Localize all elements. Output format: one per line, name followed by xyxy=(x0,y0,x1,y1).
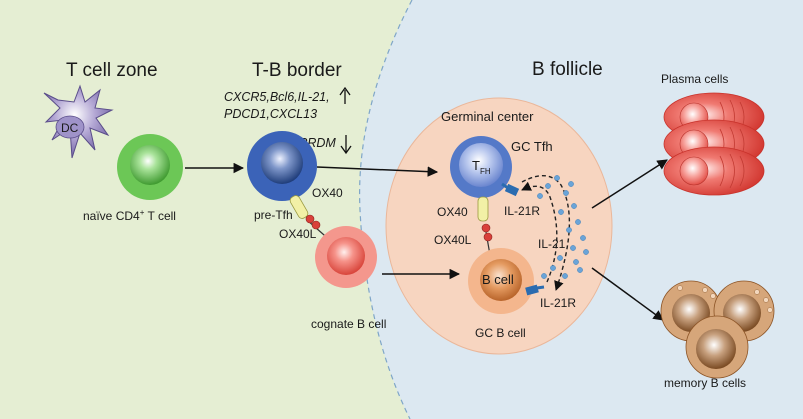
dendritic-cell xyxy=(43,84,114,159)
arrow-to-plasma-cells xyxy=(591,159,668,209)
ox40l-ligand-b xyxy=(481,223,493,256)
pre-tfh-label: pre-Tfh xyxy=(254,208,293,222)
il21-signal-arrow-to-tfh xyxy=(521,181,558,283)
pre-tfh-cell xyxy=(247,131,317,201)
gc-tfh-cell xyxy=(450,136,512,198)
il21-receptor-a xyxy=(501,182,520,197)
tb-border-heading: T-B border xyxy=(252,60,342,81)
b-cell-label: B cell xyxy=(482,272,514,287)
arrow-pretfh-to-gc-tfh xyxy=(316,166,439,177)
ox40-label-b: OX40 xyxy=(437,205,468,219)
gc-tfh-label: GC Tfh xyxy=(511,139,553,154)
il21-cytokine-dots xyxy=(537,175,589,279)
il21-label: IL-21 xyxy=(538,237,566,251)
tfh-label: TFH xyxy=(472,158,491,176)
il21-receptor-b xyxy=(525,284,545,296)
down-arrow-icon xyxy=(340,135,352,155)
naive-cd4-t-cell xyxy=(117,134,183,200)
ox40-label-a: OX40 xyxy=(312,186,343,200)
b-follicle-heading: B follicle xyxy=(532,59,603,80)
cognate-b-cell xyxy=(315,226,377,288)
ox40l-label-a: OX40L xyxy=(279,227,317,241)
arrow-to-memory-b-cells xyxy=(591,267,664,321)
cognate-b-cell-label: cognate B cell xyxy=(311,317,386,331)
il21r-label-b: IL-21R xyxy=(540,296,576,310)
naive-cd4-t-cell-label: naïve CD4+ T cell xyxy=(83,208,176,223)
gc-b-cell-label: GC B cell xyxy=(475,326,526,340)
il21-signal-arrow-to-b xyxy=(521,175,571,291)
ox40l-label-b: OX40L xyxy=(434,233,472,247)
upregulated-genes-line1: CXCR5,Bcl6,IL-21, xyxy=(224,90,330,104)
ox40-receptor-a xyxy=(289,195,309,219)
germinal-center xyxy=(385,97,613,355)
tb-boundary-line xyxy=(359,0,413,419)
plasma-cell-stack xyxy=(663,92,765,196)
ox40-receptor-b xyxy=(477,196,489,222)
dc-label: DC xyxy=(61,121,79,135)
il21r-label-a: IL-21R xyxy=(504,204,540,218)
memory-b-cell-cluster xyxy=(660,280,775,379)
t-cell-zone-heading: T cell zone xyxy=(66,60,158,81)
memory-b-cells-label: memory B cells xyxy=(664,376,746,390)
upregulated-genes-line2: PDCD1,CXCL13 xyxy=(224,107,317,121)
ox40l-ligand-a xyxy=(305,214,333,243)
plasma-cells-label: Plasma cells xyxy=(661,72,728,86)
gc-b-cell xyxy=(468,248,534,314)
germinal-center-heading: Germinal center xyxy=(441,109,534,124)
up-arrow-icon xyxy=(339,86,351,104)
